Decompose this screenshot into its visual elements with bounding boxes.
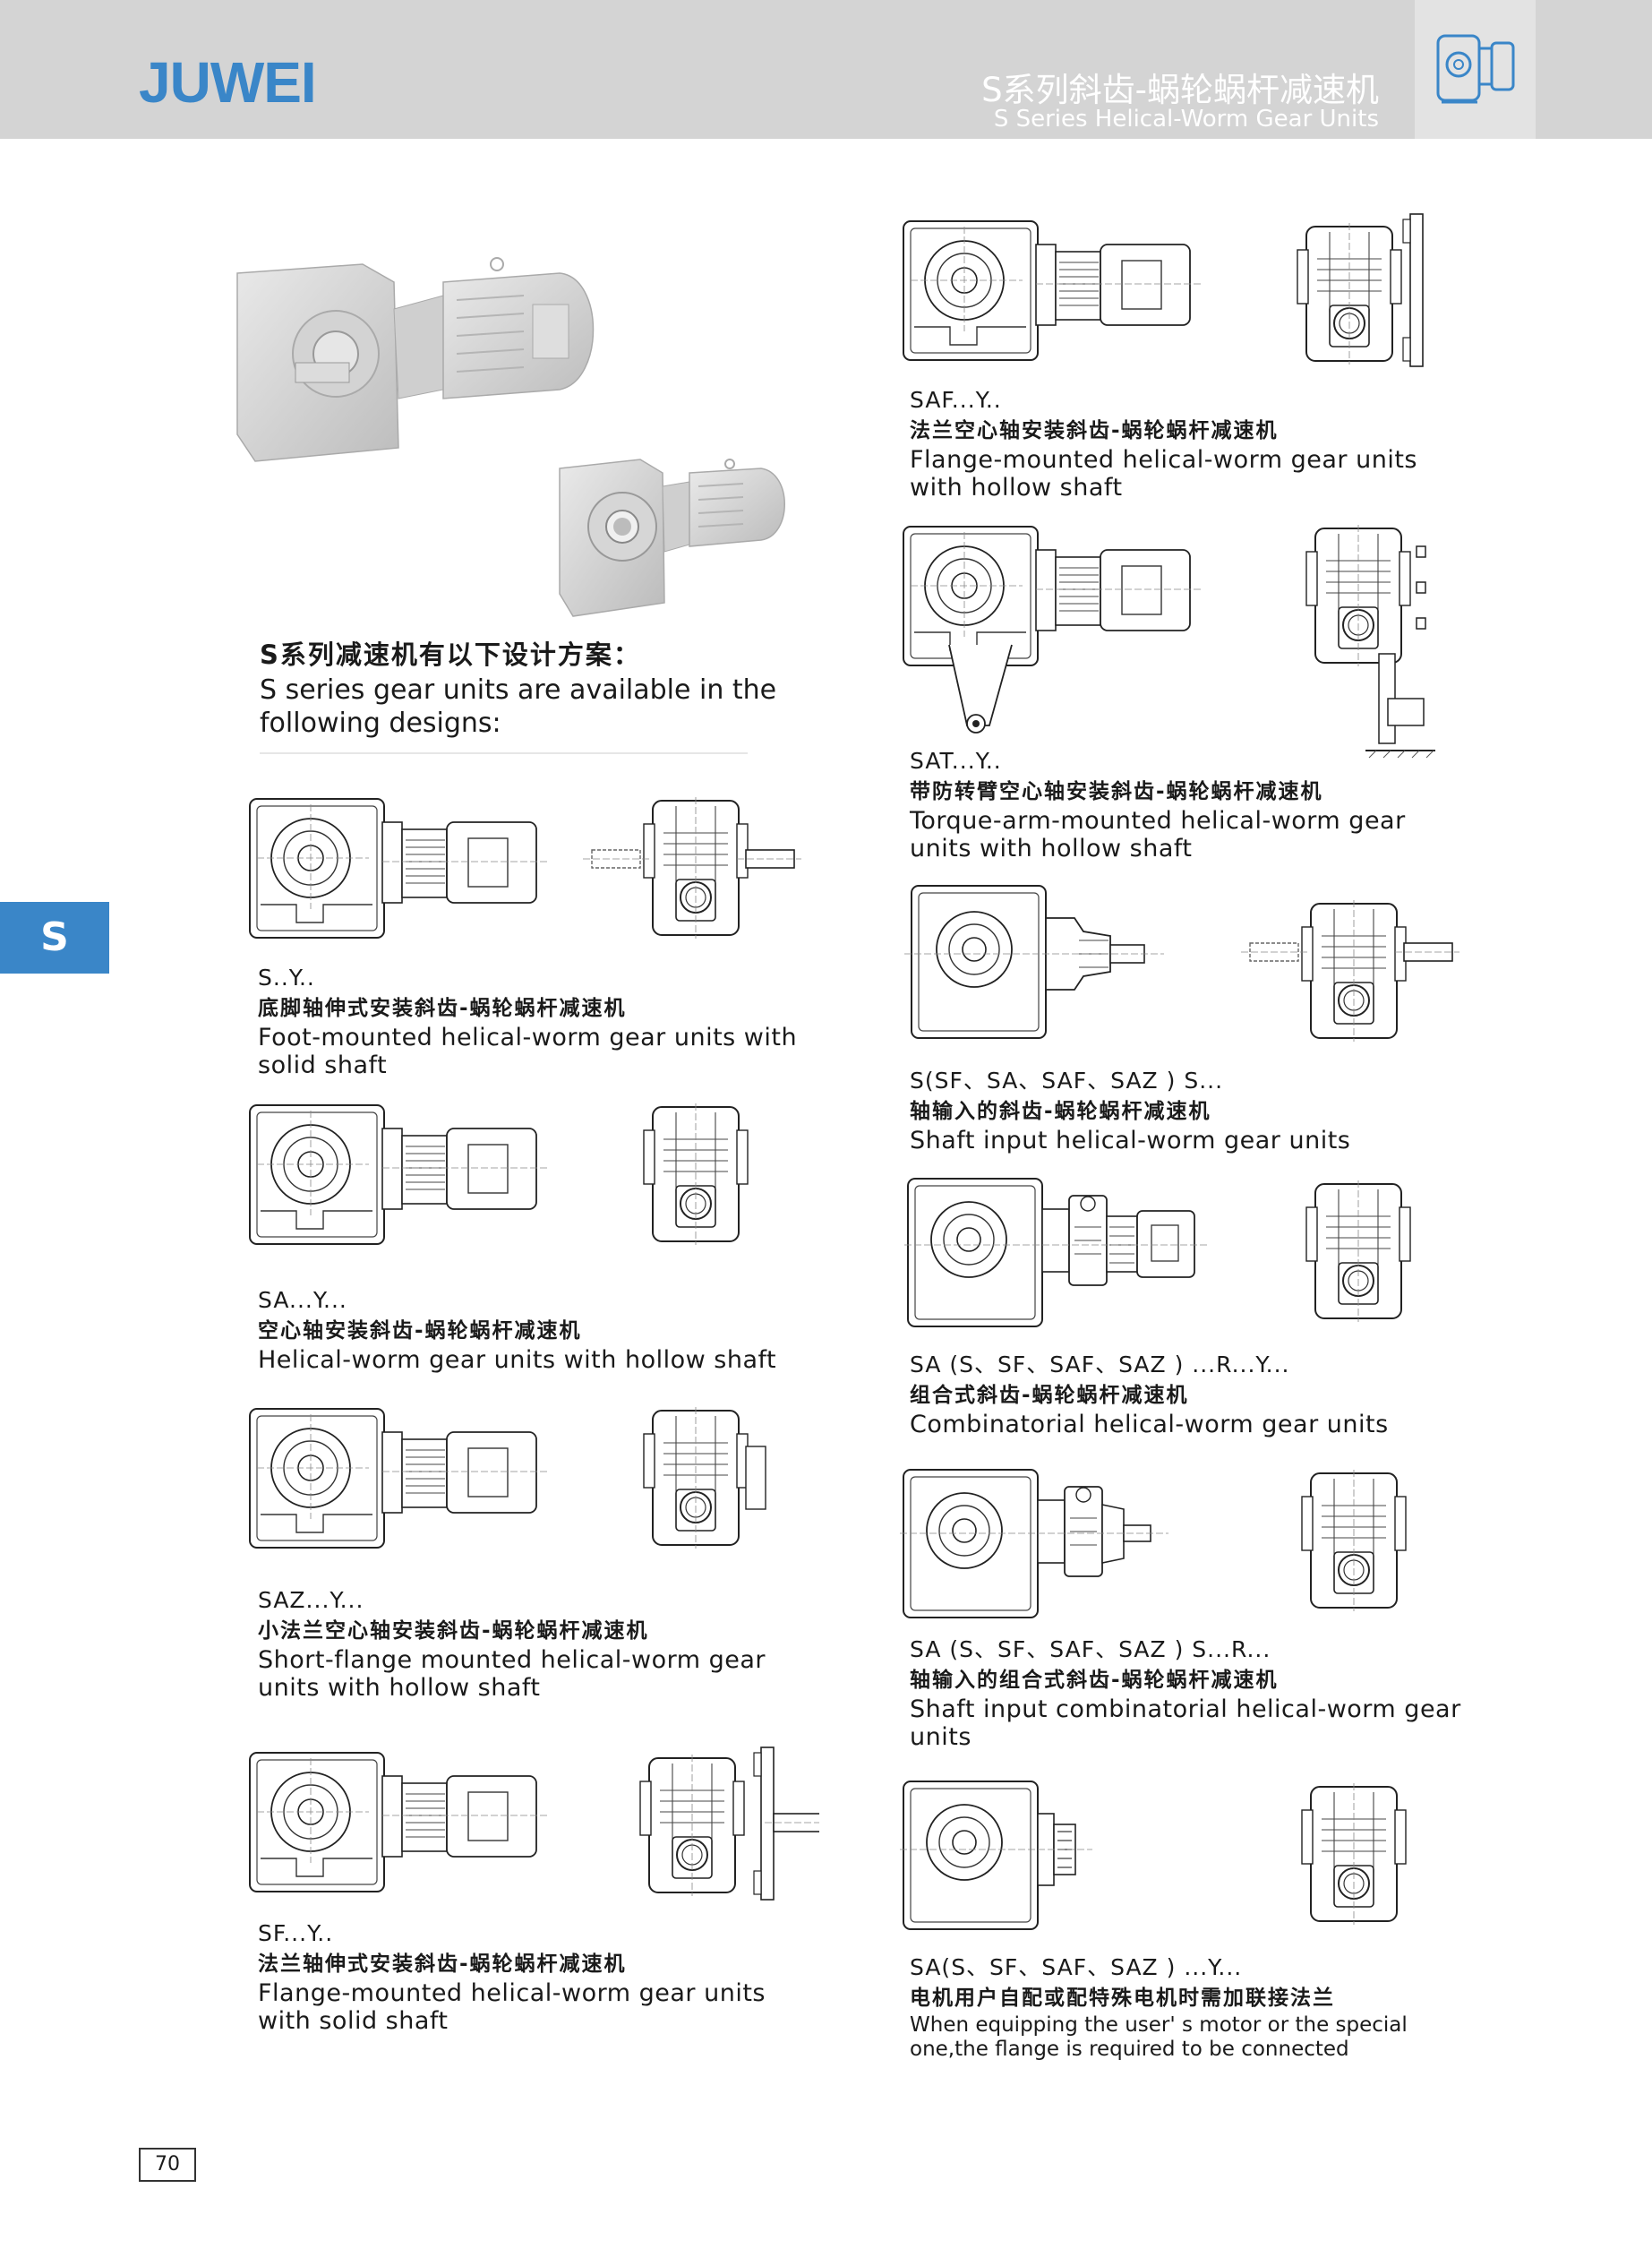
- design-name-en: Helical-worm gear units with hollow shaf…: [258, 1346, 777, 1374]
- design-caption: SAZ...Y... 小法兰空心轴安装斜齿-蜗轮蜗杆减速机 Short-flan…: [258, 1585, 813, 1702]
- drawing-saf-y: [903, 213, 1424, 367]
- design-caption: SA (S、SF、SAF、SAZ ) S...R... 轴输入的组合式斜齿-蜗轮…: [910, 1635, 1465, 1751]
- drawing-saz-y: [249, 1406, 766, 1549]
- design-caption: SA (S、SF、SAF、SAZ ) ...R...Y... 组合式斜齿-蜗轮蜗…: [910, 1350, 1465, 1438]
- design-name-en: Short-flange mounted helical-worm gear u…: [258, 1646, 766, 1702]
- design-name-cn: 轴输入的斜齿-蜗轮蜗杆减速机: [910, 1100, 1211, 1123]
- design-name-cn: 小法兰空心轴安装斜齿-蜗轮蜗杆减速机: [258, 1619, 649, 1643]
- intro-divider: [260, 752, 748, 754]
- design-code: SA (S、SF、SAF、SAZ ) ...R...Y...: [910, 1352, 1290, 1377]
- design-caption: SA...Y... 空心轴安装斜齿-蜗轮蜗杆减速机 Helical-worm g…: [258, 1285, 813, 1374]
- drawing-sat-y: [903, 524, 1435, 759]
- design-code: SAZ...Y...: [258, 1587, 364, 1613]
- drawing-sf-y: [249, 1746, 819, 1901]
- section-title-cn: S系列斜齿-蜗轮蜗杆减速机: [981, 71, 1379, 109]
- design-name-en: Torque-arm-mounted helical-worm gear uni…: [910, 807, 1406, 862]
- design-name-cn: 法兰轴伸式安装斜齿-蜗轮蜗杆减速机: [258, 1952, 627, 1976]
- drawing-s-y: [249, 796, 801, 940]
- drawing-sa-y-adapter: [900, 1781, 1407, 1930]
- drawing-s-s: [904, 885, 1459, 1043]
- design-caption: S..Y.. 底脚轴伸式安装斜齿-蜗轮蜗杆减速机 Foot-mounted he…: [258, 963, 813, 1079]
- design-caption: SAT...Y.. 带防转臂空心轴安装斜齿-蜗轮蜗杆减速机 Torque-arm…: [910, 746, 1465, 862]
- design-name-cn: 组合式斜齿-蜗轮蜗杆减速机: [910, 1384, 1189, 1407]
- brand-logo: JUWEI: [139, 50, 317, 115]
- design-code: S..Y..: [258, 965, 315, 991]
- design-name-en: Foot-mounted helical-worm gear units wit…: [258, 1024, 798, 1079]
- design-caption: SF...Y.. 法兰轴伸式安装斜齿-蜗轮蜗杆减速机 Flange-mounte…: [258, 1918, 813, 2035]
- design-caption: SAF...Y.. 法兰空心轴安装斜齿-蜗轮蜗杆减速机 Flange-mount…: [910, 385, 1465, 502]
- design-name-cn: 轴输入的组合式斜齿-蜗轮蜗杆减速机: [910, 1669, 1279, 1692]
- intro-title-en: S series gear units are available in the…: [260, 674, 777, 739]
- design-caption: S(SF、SA、SAF、SAZ ) S... 轴输入的斜齿-蜗轮蜗杆减速机 Sh…: [910, 1066, 1465, 1154]
- design-name-cn: 带防转臂空心轴安装斜齿-蜗轮蜗杆减速机: [910, 780, 1323, 803]
- drawing-sa-r-y: [904, 1178, 1411, 1327]
- design-code: SF...Y..: [258, 1920, 334, 1946]
- section-title-en: S Series Helical-Worm Gear Units: [993, 106, 1379, 133]
- design-name-cn: 电机用户自配或配特殊电机时需加联接法兰: [910, 1987, 1335, 2010]
- gear-unit-icon: [1415, 0, 1536, 139]
- section-tab[interactable]: S: [0, 902, 109, 974]
- page-header: JUWEI S系列斜齿-蜗轮蜗杆减速机 S Series Helical-Wor…: [0, 0, 1652, 139]
- page-number: 70: [139, 2148, 196, 2182]
- design-name-en: Combinatorial helical-worm gear units: [910, 1411, 1389, 1438]
- design-name-en: Shaft input helical-worm gear units: [910, 1127, 1351, 1154]
- design-code: SAF...Y..: [910, 387, 1002, 413]
- drawing-sa-s-r: [900, 1469, 1407, 1618]
- design-code: SA(S、SF、SAF、SAZ ) ...Y...: [910, 1954, 1243, 1980]
- design-name-en: Shaft input combinatorial helical-worm g…: [910, 1695, 1461, 1751]
- design-code: SAT...Y..: [910, 748, 1002, 774]
- design-name-en: Flange-mounted helical-worm gear units w…: [910, 446, 1417, 502]
- design-code: SA...Y...: [258, 1287, 347, 1313]
- design-code: S(SF、SA、SAF、SAZ ) S...: [910, 1068, 1224, 1094]
- design-name-cn: 底脚轴伸式安装斜齿-蜗轮蜗杆减速机: [258, 997, 627, 1020]
- drawing-sa-y: [249, 1103, 749, 1246]
- design-name-en: Flange-mounted helical-worm gear units w…: [258, 1979, 766, 2035]
- design-code: SA (S、SF、SAF、SAZ ) S...R...: [910, 1636, 1271, 1662]
- design-caption: SA(S、SF、SAF、SAZ ) ...Y... 电机用户自配或配特殊电机时需…: [910, 1952, 1465, 2062]
- product-photo-hollow-shaft: [559, 459, 785, 617]
- design-name-en: When equipping the user' s motor or the …: [910, 2013, 1408, 2061]
- product-photo-solid-shaft: [236, 257, 595, 462]
- design-name-cn: 空心轴安装斜齿-蜗轮蜗杆减速机: [258, 1319, 582, 1343]
- design-name-cn: 法兰空心轴安装斜齿-蜗轮蜗杆减速机: [910, 419, 1279, 442]
- intro-title-cn: S系列减速机有以下设计方案：: [260, 639, 641, 670]
